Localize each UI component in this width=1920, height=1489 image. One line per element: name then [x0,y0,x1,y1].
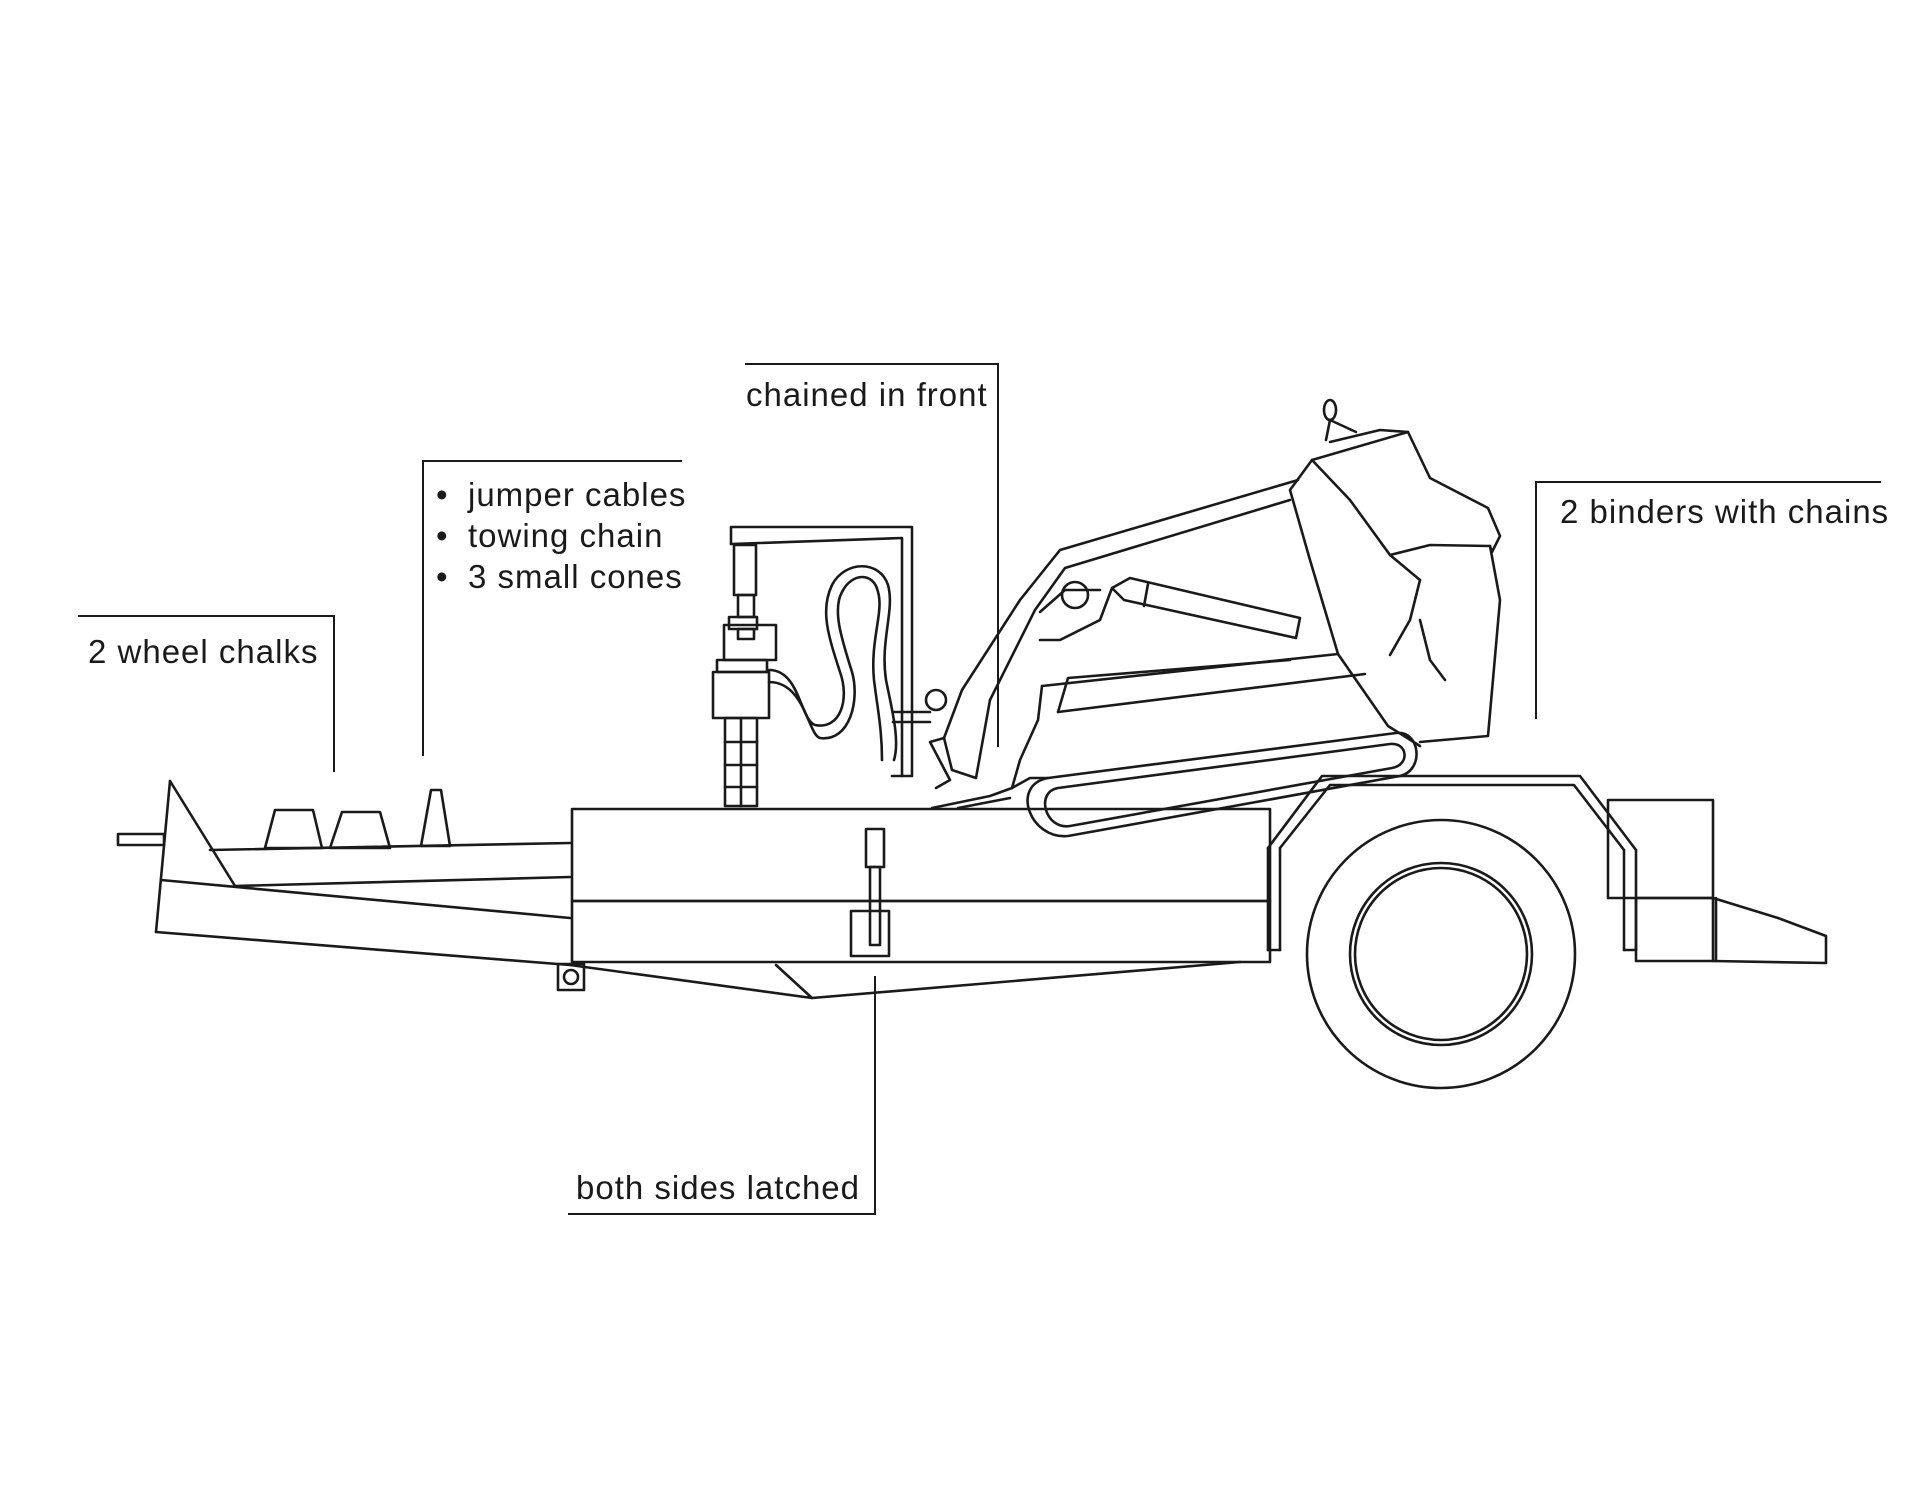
equipment-list: jumper cables towing chain 3 small cones [436,474,686,597]
leader-sides-latched [568,976,876,1215]
small-cone [419,788,452,848]
side-latch [849,827,891,958]
wheel-chalks [263,808,392,850]
list-item: jumper cables [436,474,686,515]
label-wheel-chalks: 2 wheel chalks [88,633,319,670]
trailer-wheel [1305,818,1577,1090]
trailer-rear [1606,798,1828,965]
label-chained-front: chained in front [746,376,988,413]
label-sides-latched: both sides latched [576,1169,861,1206]
list-item: towing chain [436,515,686,556]
leader-equipment-list [422,460,682,756]
leader-wheel-chalks [78,615,335,772]
skid-steer-loader [928,398,1502,838]
trailer-box [556,807,1272,1000]
trailer-tongue [116,779,572,967]
leader-binders [1535,481,1881,719]
front-post-assembly [711,525,948,808]
label-binders: 2 binders with chains [1560,493,1890,530]
list-item: 3 small cones [436,556,686,597]
leader-chained-front [745,363,999,747]
